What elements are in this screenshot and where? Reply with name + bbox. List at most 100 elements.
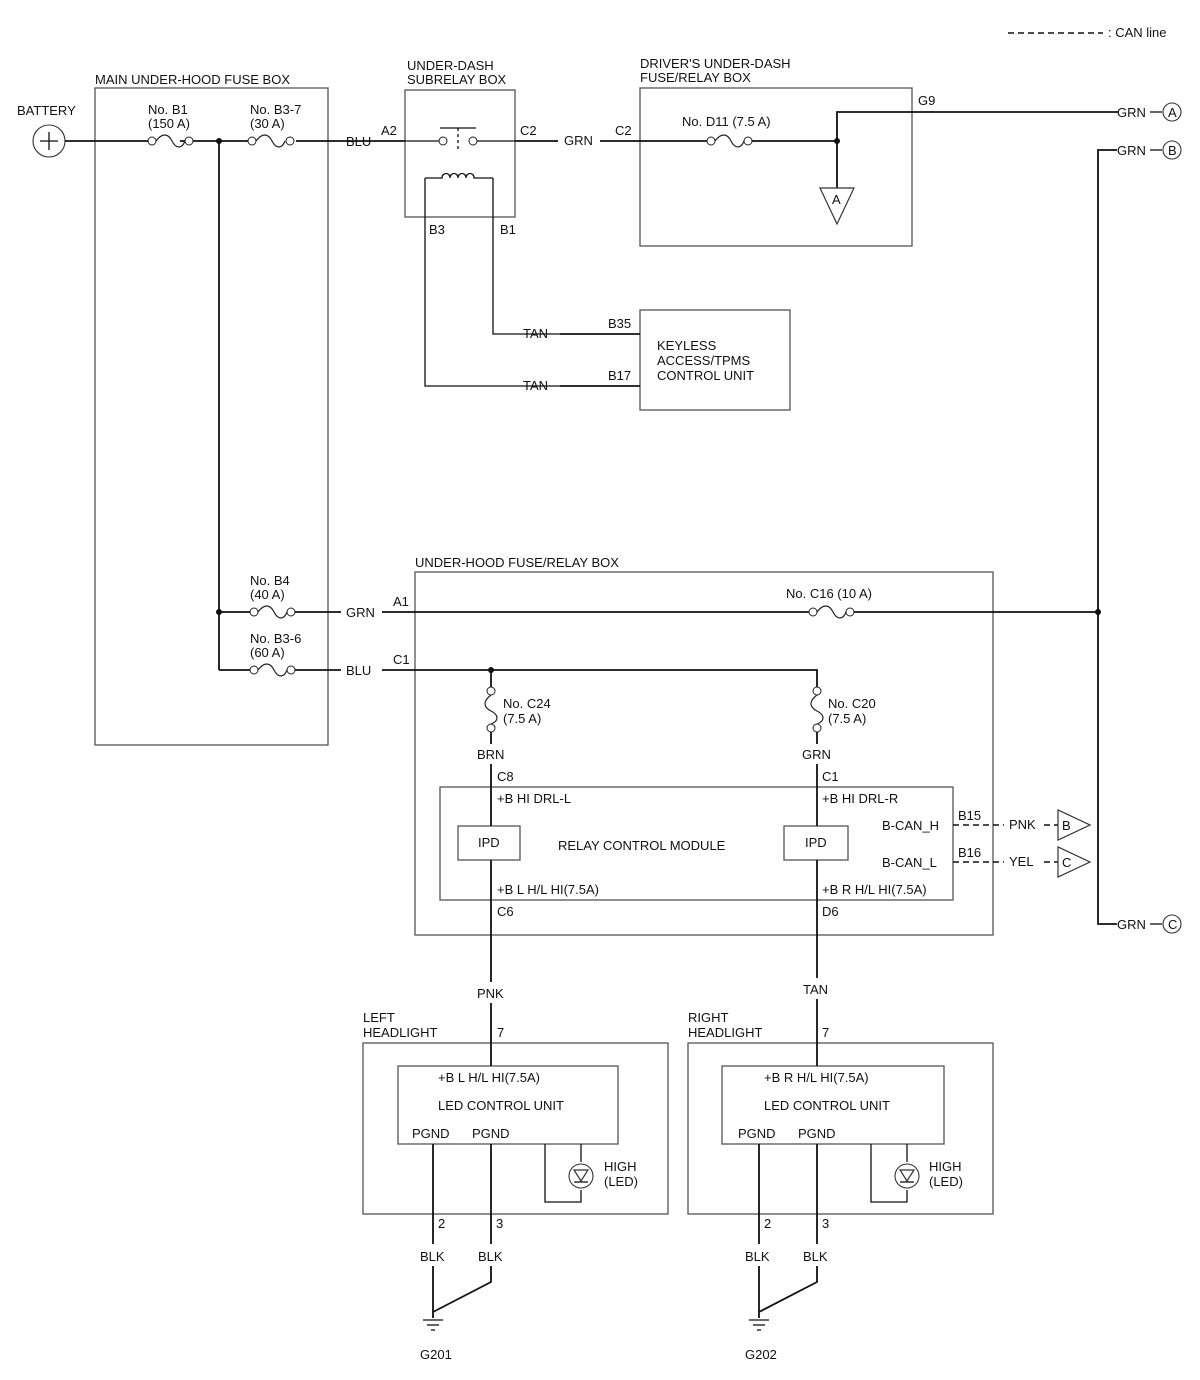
wire-label-tan-b17: TAN (523, 378, 548, 393)
driver-box-pin-c2: C2 (615, 123, 632, 138)
junction-b1-bus (216, 138, 222, 144)
subrelay-contact (405, 127, 515, 150)
fuse-b3-7-label-line1: No. B3-7 (250, 102, 301, 117)
underhood-pin-a1: A1 (393, 594, 409, 609)
connector-c (1162, 914, 1182, 934)
can-line-legend-label: : CAN line (1108, 25, 1167, 40)
fuse-c20 (810, 686, 824, 733)
wire-label-tan-b35: TAN (523, 326, 548, 341)
relay-drl-l: +B HI DRL-L (497, 791, 571, 806)
wire-label-pnk-can: PNK (1009, 817, 1036, 832)
can-connector-c-label: C (1062, 855, 1071, 870)
connector-a (1162, 102, 1182, 122)
fuse-b1 (147, 134, 194, 148)
wire-tan-to-keyless (560, 333, 640, 387)
wire-label-yel-can: YEL (1009, 854, 1034, 869)
relay-pin-c1: C1 (822, 769, 839, 784)
left-led-control-unit (397, 1065, 619, 1145)
relay-pin-c8: C8 (497, 769, 514, 784)
right-pgnd-1: PGND (738, 1126, 776, 1141)
fuse-b4 (249, 605, 296, 619)
wire-label-grn-b: GRN (1117, 143, 1146, 158)
left-pgnd-wires (432, 1144, 492, 1244)
subrelay-coil (424, 172, 560, 387)
ground-g201-icon (423, 1319, 443, 1331)
underhood-fuse-relay-box-title: UNDER-HOOD FUSE/RELAY BOX (415, 555, 619, 570)
driver-box-marker-a-label: A (832, 192, 841, 207)
left-headlight-pin3: 3 (496, 1216, 503, 1231)
right-led-control-unit-name: LED CONTROL UNIT (764, 1098, 890, 1113)
fuse-c24 (484, 686, 498, 733)
relay-pin-b15: B15 (958, 808, 981, 823)
battery-label: BATTERY (17, 103, 76, 118)
right-headlight-pin7: 7 (822, 1025, 829, 1040)
battery-symbol (32, 124, 66, 158)
wire-label-brn: BRN (477, 747, 504, 762)
fuse-d11 (706, 134, 753, 148)
left-ground-wires (432, 1266, 492, 1318)
can-connector-b-label: B (1062, 818, 1071, 833)
subrelay-box-title-line2: SUBRELAY BOX (407, 72, 507, 87)
relay-hl-r: +B R H/L HI(7.5A) (822, 882, 927, 897)
fuse-c24-label-line2: (7.5 A) (503, 711, 541, 726)
fuse-b4-label-line2: (40 A) (250, 587, 285, 602)
fuse-b3-6-label-line1: No. B3-6 (250, 631, 301, 646)
relay-can-h: B-CAN_H (882, 818, 939, 833)
relay-control-module-name: RELAY CONTROL MODULE (558, 838, 726, 853)
fuse-c16 (808, 605, 855, 619)
relay-hl-l: +B L H/L HI(7.5A) (497, 882, 599, 897)
wire-label-tan-right: TAN (803, 982, 828, 997)
fuse-b4-label-line1: No. B4 (250, 573, 290, 588)
left-headlight-title-line1: LEFT (363, 1010, 395, 1025)
right-headlight-pin3: 3 (822, 1216, 829, 1231)
driver-fuse-box-title-line1: DRIVER'S UNDER-DASH (640, 56, 791, 71)
fuse-c20-label-line1: No. C20 (828, 696, 876, 711)
wire-label-grn-c: GRN (1117, 917, 1146, 932)
ground-g202-label: G202 (745, 1347, 777, 1362)
fuse-b1-label-line1: No. B1 (148, 102, 188, 117)
left-led-label-line2: (LED) (604, 1174, 638, 1189)
wire-label-blk-left-1: BLK (420, 1249, 445, 1264)
ipd-left (457, 825, 521, 861)
left-led-control-unit-name: LED CONTROL UNIT (438, 1098, 564, 1113)
wire-label-pnk-left: PNK (477, 986, 504, 1001)
relay-control-module (439, 786, 954, 901)
connector-b-label: B (1168, 143, 1177, 158)
wire-label-grn-c20: GRN (802, 747, 831, 762)
left-headlight-box (362, 1042, 669, 1215)
subrelay-pin-a2: A2 (381, 123, 397, 138)
fuse-c16-label: No. C16 (10 A) (786, 586, 872, 601)
wire-d11-to-g9 (752, 111, 1118, 188)
keyless-unit-name-line1: KEYLESS (657, 338, 717, 353)
subrelay-pin-c2: C2 (520, 123, 537, 138)
right-headlight-title-line1: RIGHT (688, 1010, 729, 1025)
wire-label-blk-right-2: BLK (803, 1249, 828, 1264)
right-pgnd-2: PGND (798, 1126, 836, 1141)
junction-d11 (834, 138, 840, 144)
right-led-supply: +B R H/L HI(7.5A) (764, 1070, 869, 1085)
left-headlight-title-line2: HEADLIGHT (363, 1025, 437, 1040)
driver-box-pin-g9: G9 (918, 93, 935, 108)
wire-grn-b-to-c (1097, 149, 1117, 925)
relay-pin-b16: B16 (958, 845, 981, 860)
right-led-label-line1: HIGH (929, 1159, 962, 1174)
underdash-subrelay-box (404, 89, 516, 218)
fuse-c20-label-line2: (7.5 A) (828, 711, 866, 726)
fuse-b3-6-label-line2: (60 A) (250, 645, 285, 660)
right-high-led-icon (894, 1163, 920, 1189)
keyless-unit-name-line3: CONTROL UNIT (657, 368, 754, 383)
relay-pin-d6: D6 (822, 904, 839, 919)
underhood-fuse-relay-box (414, 571, 994, 936)
left-high-led-icon (568, 1163, 594, 1189)
underhood-pin-c1: C1 (393, 652, 410, 667)
connector-c-label: C (1168, 917, 1177, 932)
right-pgnd-wires (758, 1144, 818, 1244)
wire-label-grn-top: GRN (564, 133, 593, 148)
connector-a-label: A (1168, 105, 1177, 120)
relay-drl-r: +B HI DRL-R (822, 791, 898, 806)
keyless-pin-b17: B17 (608, 368, 631, 383)
left-headlight-pin2: 2 (438, 1216, 445, 1231)
fuse-c24-label-line1: No. C24 (503, 696, 551, 711)
wire-label-blk-right-1: BLK (745, 1249, 770, 1264)
